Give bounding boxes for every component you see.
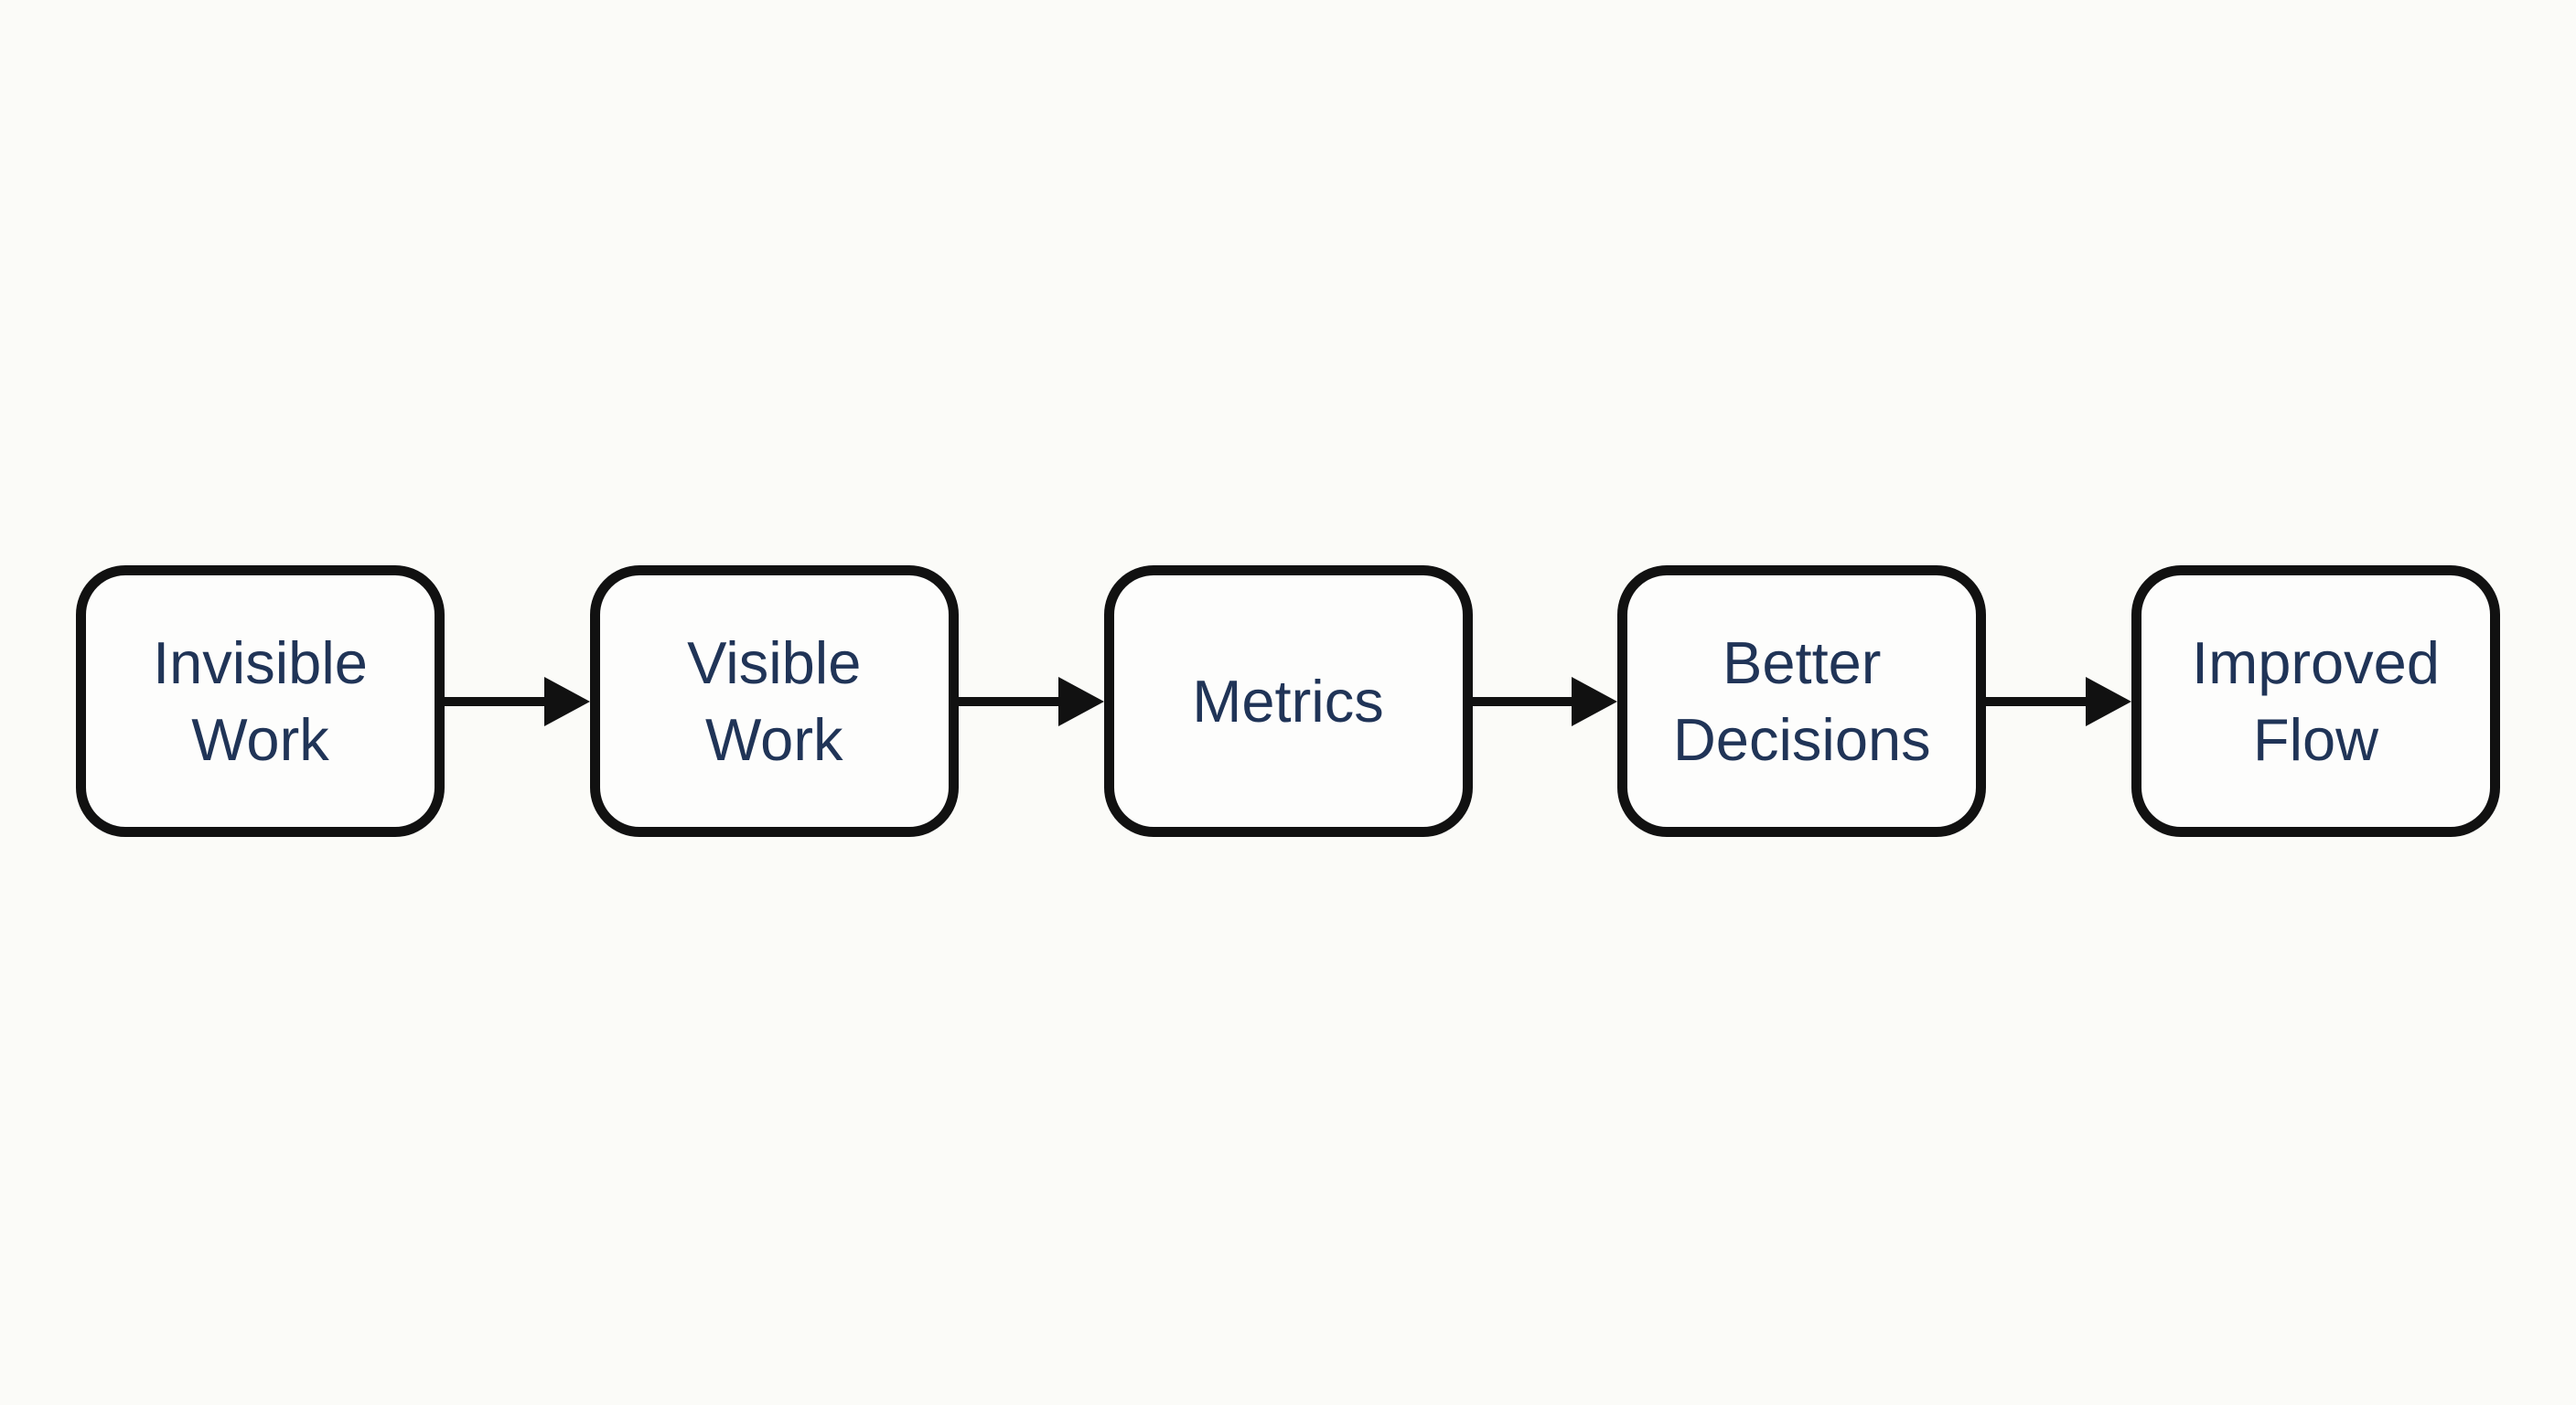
node-improved-flow: Improved Flow <box>2131 565 2500 837</box>
edge-visible-to-metrics <box>958 565 1104 837</box>
arrow-head-icon <box>543 676 590 726</box>
edge-decisions-to-flow <box>1986 565 2131 837</box>
node-visible-work-label: Visible Work <box>687 628 862 773</box>
edge-invisible-to-visible <box>445 565 590 837</box>
node-better-decisions: Better Decisions <box>1617 565 1987 837</box>
arrow-shaft <box>958 696 1058 706</box>
arrow-shaft <box>1472 696 1572 706</box>
node-metrics: Metrics <box>1103 565 1473 837</box>
node-invisible-work: Invisible Work <box>76 565 445 837</box>
arrow-head-icon <box>2086 676 2131 726</box>
node-improved-flow-label: Improved Flow <box>2192 628 2440 773</box>
node-metrics-label: Metrics <box>1192 667 1384 735</box>
arrow-head-icon <box>1057 676 1104 726</box>
edge-metrics-to-decisions <box>1472 565 1618 837</box>
flow-row: Invisible Work Visible Work Metrics Bett… <box>76 565 2500 837</box>
node-visible-work: Visible Work <box>589 565 959 837</box>
arrow-head-icon <box>1572 676 1618 726</box>
node-invisible-work-label: Invisible Work <box>153 628 368 773</box>
node-better-decisions-label: Better Decisions <box>1672 628 1931 773</box>
arrow-shaft <box>445 696 544 706</box>
arrow-shaft <box>1986 696 2086 706</box>
